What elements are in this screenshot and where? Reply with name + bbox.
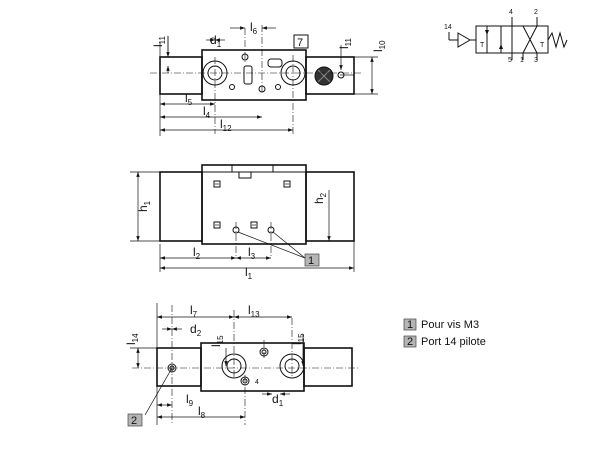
symbol-port-2: 2 [534,9,538,16]
dim-l10: l10 [371,40,387,52]
dim-l1: l1 [245,265,253,281]
view-number: 7 [297,37,303,49]
dim-l7: l7 [190,303,198,319]
legend-text-1: Pour vis M3 [421,319,479,331]
callout-2: 2 [131,415,137,427]
dim-l2: l2 [193,245,201,261]
bottom-view: 4 2 l7 d2 l13 l14 l15 l15 l9 l8 [124,303,360,427]
callout-1: 1 [308,255,314,267]
valve-symbol: 14 T T 4 2 5 1 3 [444,9,568,64]
dim-h1: h1 [136,200,152,212]
dim-l14: l14 [124,333,140,345]
dim-l6: l6 [250,20,258,36]
dim-l13: l13 [248,303,260,319]
dim-l15-right: l15 [290,333,306,345]
legend-box-2 [403,335,417,348]
port-4-label: 4 [255,379,259,386]
legend-text-2: Port 14 pilote [421,336,486,348]
view-number-box [293,34,309,49]
dim-l4: l4 [203,104,211,120]
dim-h2: h2 [312,192,328,204]
dim-l15-left: l15 [209,335,225,347]
symbol-port-5: 5 [508,57,512,64]
callout-1-box [304,253,320,267]
dim-l11-right: l11 [337,37,353,49]
legend-box-1 [403,318,417,331]
top-view: l11 d1 l6 7 l11 l10 l5 l4 l12 [150,20,387,136]
symbol-t-right: T [540,42,545,49]
symbol-port-4: 4 [509,9,513,16]
legend: 1 Pour vis M3 2 Port 14 pilote [403,318,486,348]
symbol-port-1: 1 [520,57,524,64]
dim-l8: l8 [198,404,206,420]
dim-l3: l3 [248,245,256,261]
dim-l9: l9 [186,392,194,408]
legend-num-1: 1 [407,319,413,331]
symbol-port-3: 3 [534,57,538,64]
side-view: 1 h1 h2 l2 l3 l1 [130,164,355,281]
dim-l5: l5 [185,91,193,107]
legend-num-2: 2 [407,336,413,348]
dim-l11-top: l11 [151,35,167,47]
symbol-pilot-port: 14 [444,24,452,31]
dim-d1-top: d1 [210,33,222,49]
dim-d2: d2 [190,322,202,338]
dim-d1-bottom: d1 [272,392,284,408]
dim-l12: l12 [220,117,232,133]
callout-2-box [127,413,143,427]
symbol-t-left: T [480,42,485,49]
